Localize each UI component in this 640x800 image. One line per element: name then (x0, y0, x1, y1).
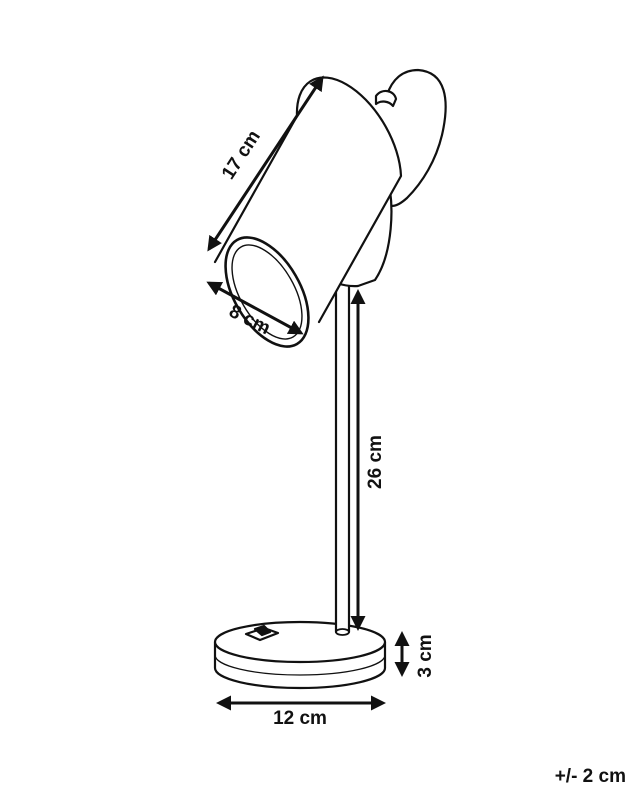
dimension-lines (206, 75, 410, 711)
shade-diameter-arrow (206, 281, 304, 335)
cable-entry (374, 89, 398, 108)
base-height-label: 3 cm (415, 634, 436, 677)
lamp-base (213, 620, 387, 690)
lamp-arm (334, 280, 351, 636)
shade-length-arrow (207, 75, 324, 252)
power-switch-icon (244, 624, 280, 642)
base-width-label: 12 cm (273, 708, 327, 729)
tolerance-note: +/- 2 cm (554, 766, 626, 787)
arm-height-label: 26 cm (365, 435, 386, 489)
power-cable (385, 68, 447, 208)
